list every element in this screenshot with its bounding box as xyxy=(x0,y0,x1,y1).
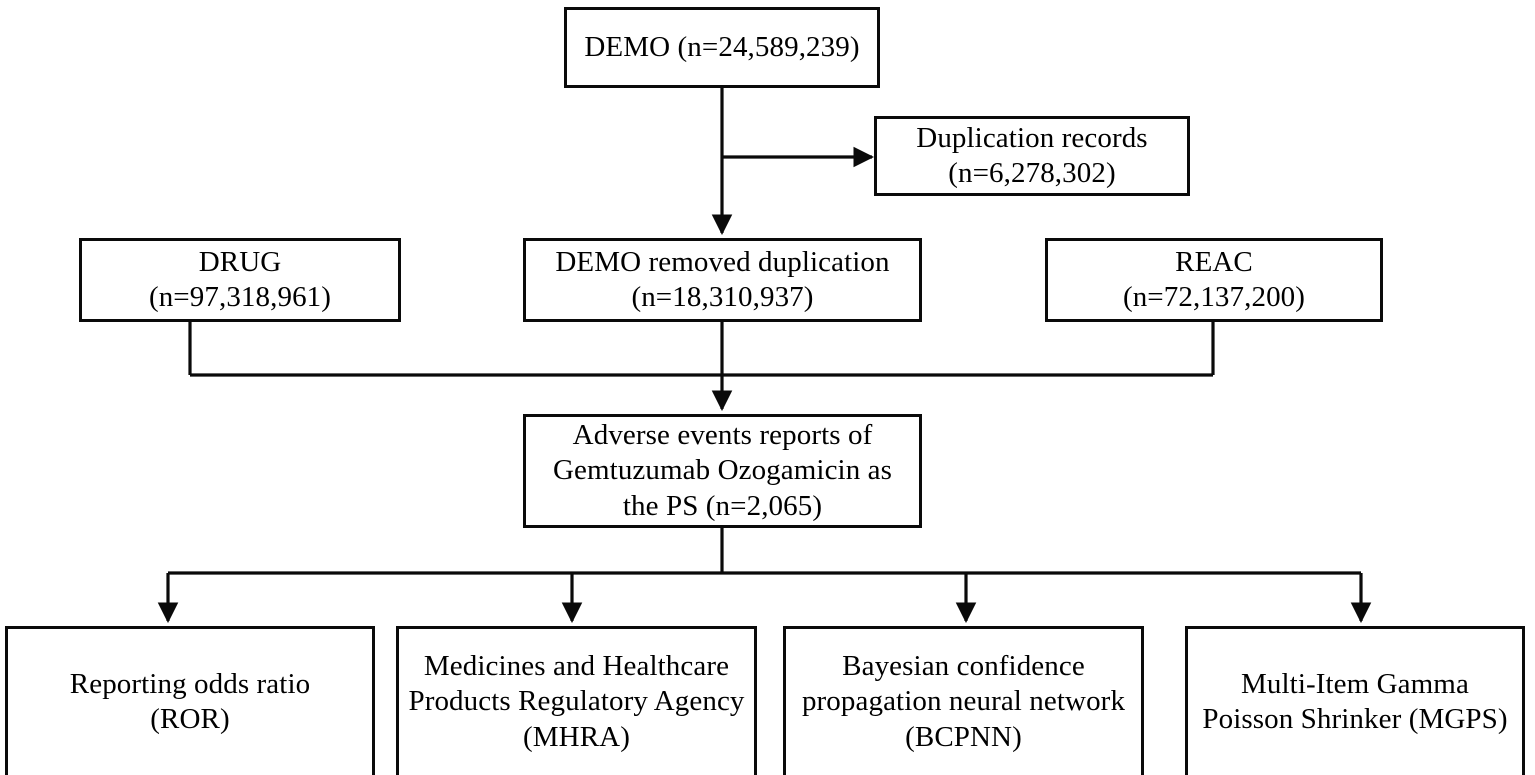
node-adverse-events-label: Adverse events reports of Gemtuzumab Ozo… xyxy=(552,418,892,522)
node-drug-label: DRUG (n=97,318,961) xyxy=(148,245,332,313)
node-ror-label: Reporting odds ratio (ROR) xyxy=(69,667,311,735)
node-mhra-label: Medicines and Healthcare Products Regula… xyxy=(408,649,745,753)
node-drug: DRUG (n=97,318,961) xyxy=(79,238,401,322)
node-demo: DEMO (n=24,589,239) xyxy=(564,7,880,88)
node-duplication-records: Duplication records (n=6,278,302) xyxy=(874,116,1190,196)
node-reac-label: REAC (n=72,137,200) xyxy=(1122,245,1306,313)
node-bcpnn-label: Bayesian confidence propagation neural n… xyxy=(801,649,1126,753)
node-adverse-events: Adverse events reports of Gemtuzumab Ozo… xyxy=(523,414,922,528)
node-mhra: Medicines and Healthcare Products Regula… xyxy=(396,626,757,775)
node-mgps-label: Multi-Item Gamma Poisson Shrinker (MGPS) xyxy=(1202,667,1508,735)
node-duplication-records-label: Duplication records (n=6,278,302) xyxy=(916,121,1148,189)
node-demo-removed-duplication-label: DEMO removed duplication (n=18,310,937) xyxy=(555,245,890,313)
node-demo-removed-duplication: DEMO removed duplication (n=18,310,937) xyxy=(523,238,922,322)
node-reac: REAC (n=72,137,200) xyxy=(1045,238,1383,322)
node-bcpnn: Bayesian confidence propagation neural n… xyxy=(783,626,1144,775)
node-mgps: Multi-Item Gamma Poisson Shrinker (MGPS) xyxy=(1185,626,1525,775)
node-ror: Reporting odds ratio (ROR) xyxy=(5,626,375,775)
node-demo-label: DEMO (n=24,589,239) xyxy=(584,30,860,63)
